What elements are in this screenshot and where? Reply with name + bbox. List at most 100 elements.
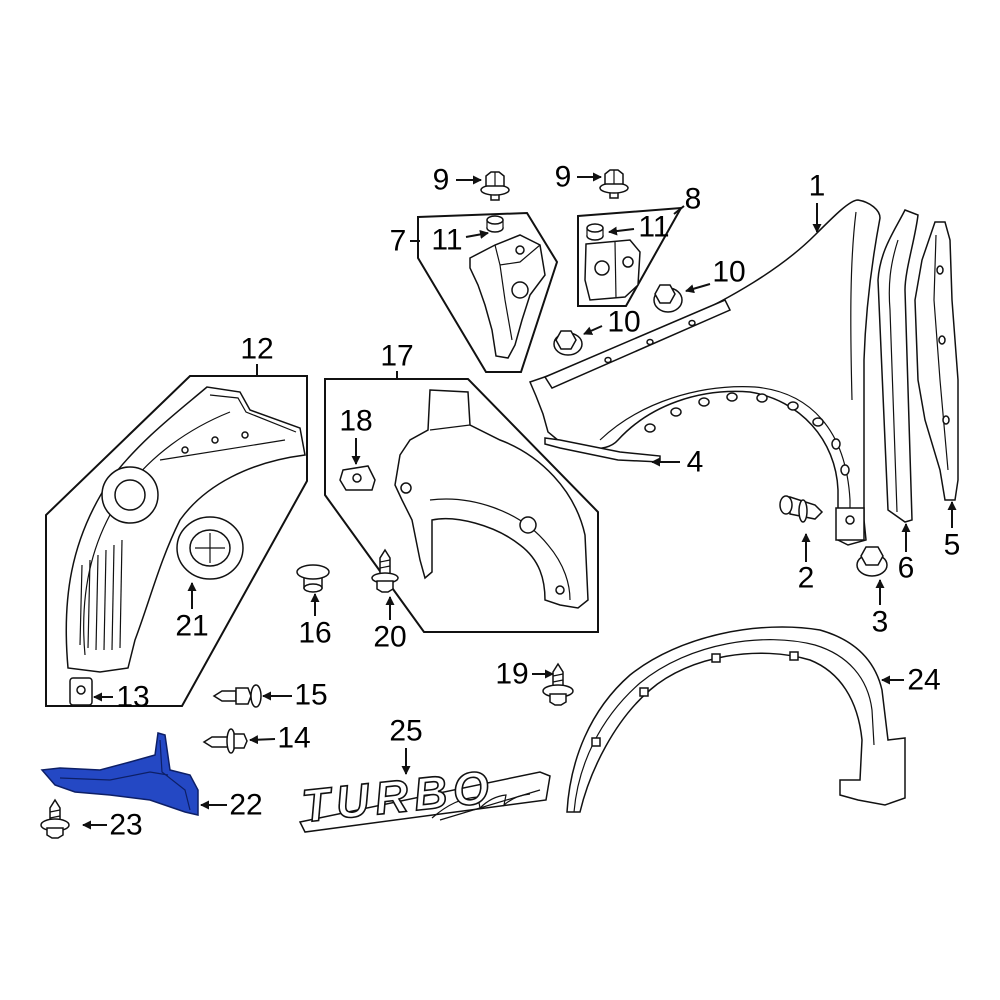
liner-hole [241,431,249,439]
fender-top-flange [543,299,732,389]
nut-bottom [303,583,323,593]
screw-washer [250,684,262,708]
nut-hex [654,284,676,304]
washer-top [586,223,604,233]
part-14-screw [202,728,248,754]
callout-5: 5 [944,529,961,562]
callout-14: 14 [277,722,310,755]
bracket-detail-line [159,739,191,811]
part-11-washer [586,223,604,241]
callout-21: 21 [175,610,208,643]
screw-head [235,687,252,705]
mounting-hole [840,464,850,476]
flare-outline [566,626,906,813]
liner-detail [159,439,286,461]
callout-4: 4 [687,446,704,479]
bracket-outline [469,234,546,359]
part-3-nut [856,546,888,577]
screw-thread [379,559,391,563]
part-9-bolt [480,171,510,201]
bracket-outline [584,239,641,301]
liner-rib [103,549,107,651]
liner-top-tab [209,394,297,433]
badge-lettering: TURBO [299,760,497,832]
callout-10: 10 [712,256,745,289]
bracket-hole [511,281,529,299]
leader-arrow [249,735,276,745]
part-21-cover [176,516,244,580]
pin-washer [798,499,808,523]
pin-head [779,495,793,515]
callout-19: 19 [495,658,528,691]
callout-9: 9 [433,164,450,197]
screw-head [46,827,64,839]
liner-hole [400,482,412,494]
screw-head [549,693,567,706]
liner-rib [95,554,99,651]
liner-inner-edge [429,498,571,601]
part-24-flare [566,626,906,813]
part-10-nut [653,284,683,313]
leader-arrow [608,226,635,236]
part-11-washer [486,215,504,233]
screw-thread [49,815,61,819]
nut-hex [555,330,577,350]
screw-shaft [379,548,391,577]
part-16-nut [296,564,330,593]
callout-6: 6 [898,552,915,585]
screw-shaft [212,690,237,702]
group-17-outline [324,378,599,633]
part-12-liner [65,386,306,673]
callout-22: 22 [229,789,262,822]
bracket-fold-line [494,244,541,266]
part-10-nut [553,330,583,356]
strip-outline [877,209,919,523]
screw-thread [379,565,391,569]
liner-outline [394,389,589,609]
screw-shaft [202,736,229,748]
mounting-hole [604,356,612,364]
callout-16: 16 [298,617,331,650]
part-23-screw [40,798,70,839]
leader-arrow [583,325,603,335]
callout-11: 11 [431,224,462,257]
liner-rib [87,559,91,649]
part-13-clip [69,677,93,706]
liner-top-flange [429,424,471,431]
part-17-liner [394,389,589,609]
bracket-hole [622,256,634,268]
mounting-hole [688,319,696,327]
callout-8: 8 [685,183,702,216]
flare-tab [639,687,649,697]
bracket-fold-line [499,264,513,341]
mounting-hole [756,393,768,403]
group-12-outline [45,375,308,707]
liner-hole [181,446,189,454]
screw-head [233,733,248,749]
callout-18: 18 [339,405,372,438]
washer-top [486,215,504,225]
nut-hex [860,546,884,566]
part-9-bolt [599,169,629,199]
leader-arrow [685,283,711,294]
part-8-bracket [584,239,641,301]
seal-hole [942,415,950,425]
callout-10: 10 [607,306,640,339]
screw-thread [552,679,564,683]
nut-flange [296,564,330,580]
liner-rib [79,564,83,646]
badge-script-mark [439,789,541,821]
mounting-hole [726,392,738,402]
callout-7: 7 [390,225,407,258]
flare-tab [591,737,601,747]
mounting-hole [646,338,654,346]
callout-13: 13 [116,681,149,714]
clip-hole [352,473,362,483]
strip-edge-line [888,239,899,513]
group-8-outline [577,206,683,307]
mounting-hole [787,401,799,411]
liner-outline [65,386,306,673]
bracket-hole [515,245,525,255]
part-5-seal [914,221,959,501]
screw-thread [552,673,564,677]
